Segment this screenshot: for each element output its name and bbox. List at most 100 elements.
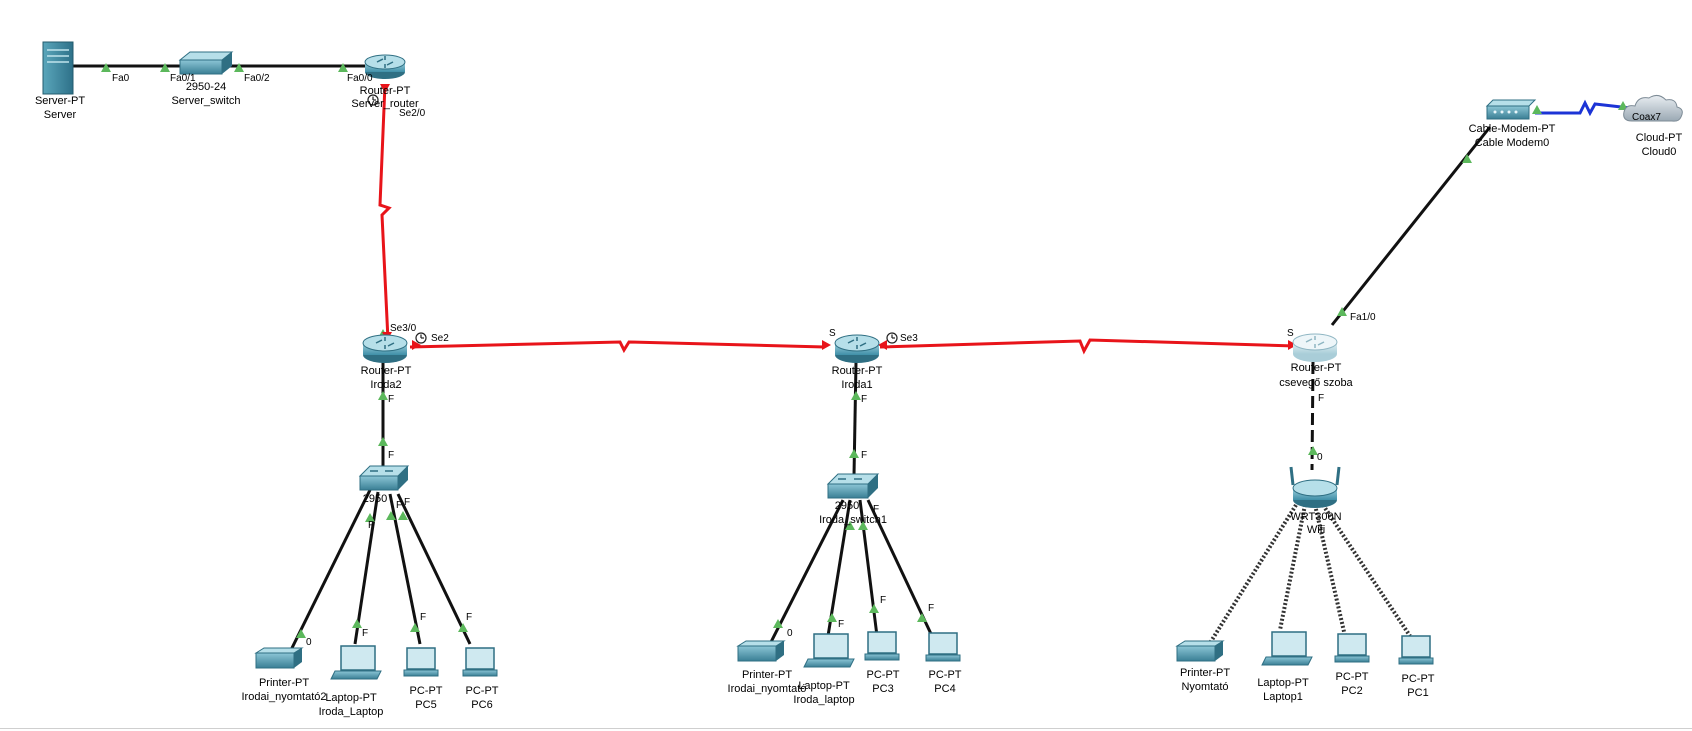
status-triangle	[234, 63, 244, 72]
link-sw1-pc4[interactable]	[866, 499, 934, 637]
pc4-device[interactable]	[925, 632, 961, 662]
link-sw1-printer1[interactable]	[768, 499, 845, 645]
port-label: F	[880, 595, 886, 606]
printer-wifi-name-label: Nyomtató	[1181, 681, 1228, 693]
port-label: F	[1318, 393, 1324, 404]
laptop-iroda1-type-label: Laptop-PT	[798, 680, 850, 692]
clock-icon	[367, 94, 379, 106]
laptop-iroda1-name-label: Iroda_laptop	[793, 694, 854, 706]
pc1-name-label: PC1	[1407, 687, 1428, 699]
status-triangle	[858, 521, 868, 530]
pc1-type-label: PC-PT	[1402, 673, 1435, 685]
antenna-icon	[1289, 466, 1295, 486]
port-label: F	[861, 394, 867, 405]
port-label: F	[466, 612, 472, 623]
pc5-device[interactable]	[403, 647, 439, 677]
printer1-device[interactable]	[736, 640, 786, 662]
printer-wifi-type-label: Printer-PT	[1180, 667, 1230, 679]
switch2-type-label: 2950	[363, 493, 387, 505]
cloud-device[interactable]	[1623, 94, 1683, 122]
status-triangle	[1462, 154, 1472, 163]
port-label: S	[829, 328, 836, 339]
laptop-iroda-type-label: Laptop-PT	[325, 692, 377, 704]
router-icon	[364, 54, 406, 70]
status-triangle	[1532, 105, 1542, 114]
pc4-type-label: PC-PT	[929, 669, 962, 681]
status-triangle	[160, 63, 170, 72]
link-sw2-laptop[interactable]	[353, 491, 380, 645]
status-triangle	[352, 619, 362, 628]
wireless-router-icon	[1292, 479, 1338, 497]
link-serial-iroda1-cseveg[interactable]	[879, 338, 1296, 355]
switch1-type-label: 2950	[835, 500, 859, 512]
status-triangle	[773, 619, 783, 628]
port-label: Se2	[431, 333, 449, 344]
link-sw2-pc6[interactable]	[396, 493, 472, 645]
server-router-name-label: Server_router	[351, 98, 419, 110]
server-switch-name-label: Server_switch	[171, 95, 240, 107]
laptop-iroda-device[interactable]	[330, 645, 382, 680]
laptop1-device[interactable]	[1261, 631, 1313, 666]
pc1-device[interactable]	[1398, 635, 1434, 665]
laptop-iroda-name-label: Iroda_Laptop	[319, 706, 384, 718]
laptop1-type-label: Laptop-PT	[1257, 677, 1309, 689]
wifi-name-label: Wifi	[1307, 524, 1325, 536]
link-coax-modem-cloud[interactable]	[1535, 99, 1631, 117]
switch-body	[179, 59, 223, 75]
status-triangle	[458, 623, 468, 632]
server-device[interactable]	[42, 41, 74, 95]
status-triangle-down	[380, 84, 390, 93]
cseveg-router-device[interactable]	[1292, 333, 1338, 362]
router-icon	[834, 334, 880, 352]
port-label: Fa1/0	[1350, 312, 1376, 323]
port-label: F	[388, 450, 394, 461]
port-label: F	[362, 628, 368, 639]
iroda1-router-device[interactable]	[834, 334, 880, 363]
link-serial-serverrouter-iroda2[interactable]	[378, 83, 392, 341]
printer-wifi-device[interactable]	[1175, 640, 1225, 662]
server-switch-device[interactable]	[178, 51, 234, 75]
wifi-router-device[interactable]	[1289, 466, 1341, 508]
cable-modem-name-label: Cable Modem0	[1475, 137, 1550, 149]
link-sw2-printer2[interactable]	[288, 489, 372, 653]
pc-icon	[406, 647, 436, 670]
iroda1-switch-device[interactable]	[826, 473, 880, 499]
pc3-device[interactable]	[864, 631, 900, 661]
wireless-wifi-laptop1	[1278, 504, 1307, 631]
pc3-type-label: PC-PT	[867, 669, 900, 681]
pc2-device[interactable]	[1334, 633, 1370, 663]
iroda2-switch-device[interactable]	[358, 465, 410, 491]
status-triangle-down	[1288, 340, 1297, 350]
printer1-name-label: Irodai_nyomtató	[728, 683, 807, 695]
cseveg-name-label: csevegő szoba	[1279, 377, 1353, 389]
wifi-type-label: WRT300N	[1290, 511, 1341, 523]
status-triangle-down	[412, 340, 421, 350]
server-switch-type-label: 2950-24	[186, 81, 226, 93]
serial-status-indicators	[380, 84, 1297, 350]
pc6-device[interactable]	[462, 647, 498, 677]
link-sw1-laptop[interactable]	[826, 499, 852, 637]
status-triangle-down	[822, 340, 831, 350]
link-cseveg-modem[interactable]	[1330, 126, 1492, 326]
server-type-label: Server-PT	[35, 95, 85, 107]
switch-icon	[827, 483, 869, 499]
port-label: Fa0/1	[170, 73, 196, 84]
printer2-type-label: Printer-PT	[259, 677, 309, 689]
port-label: Fa0/0	[347, 73, 373, 84]
link-serial-iroda2-iroda1[interactable]	[409, 340, 826, 354]
server-router-device[interactable]	[364, 54, 406, 79]
iroda2-router-device[interactable]	[362, 334, 408, 363]
wireless-wifi-printer	[1208, 503, 1298, 645]
cable-modem-device[interactable]	[1485, 99, 1537, 120]
laptop-iroda1-device[interactable]	[803, 633, 855, 668]
pc-icon	[928, 632, 958, 655]
port-label: F	[420, 612, 426, 623]
printer-icon	[255, 652, 295, 669]
status-triangle	[1308, 446, 1318, 455]
switch1-name-label: Iroda_switch1	[819, 514, 887, 526]
iroda2-name-label: Iroda2	[370, 379, 401, 391]
printer2-device[interactable]	[254, 647, 304, 669]
status-triangle	[845, 521, 855, 530]
iroda1-name-label: Iroda1	[841, 379, 872, 391]
printer-icon	[1176, 645, 1216, 662]
